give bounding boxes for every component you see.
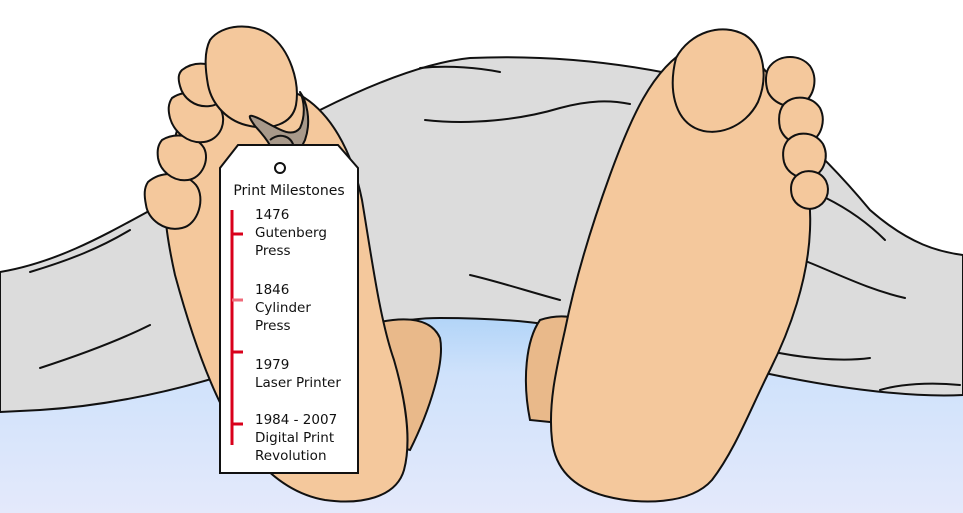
right-big-toe [671,28,765,133]
sheet-fold [29,229,131,273]
sheet-fold [879,382,961,391]
milestone-1979: 1979 Laser Printer [255,356,341,392]
toe-tag [219,144,359,474]
milestone-1846: 1846 Cylinder Press [255,281,311,335]
sheet-fold [39,324,151,369]
left-toe [143,173,202,230]
milestone-1476: 1476 Gutenberg Press [255,206,327,260]
sheet-fold [807,261,906,299]
sheet-fold [825,197,886,241]
milestone-label: Gutenberg [255,225,327,241]
milestone-1984-2007: 1984 - 2007 Digital Print Revolution [255,411,337,465]
right-toe [790,170,829,210]
sheet-fold [424,100,631,123]
milestone-year: 1984 - 2007 [255,412,338,428]
milestone-label: Cylinder [255,300,311,316]
sheet-fold [419,65,501,73]
milestone-label: Laser Printer [255,375,341,391]
milestone-year: 1846 [255,282,290,298]
milestone-label: Digital Print [255,430,335,446]
milestone-label: Press [255,243,291,259]
tag-eyelet [274,162,286,174]
tag-title: Print Milestones [233,183,345,199]
milestone-year: 1476 [255,207,290,223]
left-big-toe [204,25,298,129]
sheet-fold [469,274,561,301]
milestone-year: 1979 [255,357,290,373]
milestone-label: Revolution [255,448,327,464]
milestone-label: Press [255,318,291,334]
right-foot [549,28,829,503]
